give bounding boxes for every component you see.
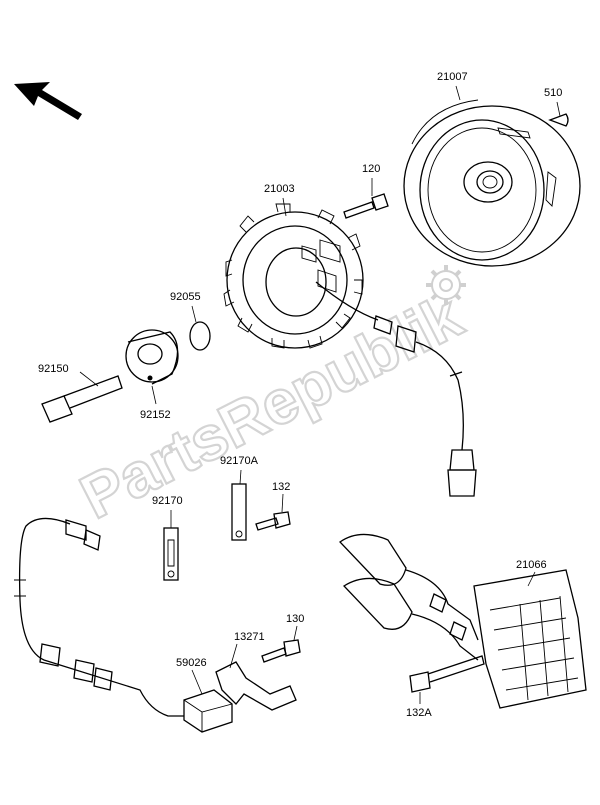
stator-wire-harness — [315, 281, 477, 497]
bolt-132 — [255, 511, 291, 531]
stator — [223, 203, 364, 349]
callout-labels: 21007 510 120 21003 92055 92150 92152 92… — [38, 71, 562, 719]
callout-21007: 21007 — [437, 71, 468, 83]
callout-120: 120 — [362, 163, 380, 175]
pickup-bracket — [215, 661, 297, 711]
bolt-130 — [261, 639, 301, 663]
gear-icon — [426, 265, 466, 305]
callout-13271: 13271 — [234, 631, 265, 643]
callout-92152: 92152 — [140, 409, 171, 421]
callout-132: 132 — [272, 481, 290, 493]
callout-92150: 92150 — [38, 363, 69, 375]
flywheel-rotor — [403, 99, 581, 267]
o-ring — [189, 321, 211, 351]
leader-lines — [79, 85, 561, 704]
stator-bolt — [343, 193, 389, 219]
callout-92170: 92170 — [152, 495, 183, 507]
clamp-92170 — [163, 527, 179, 581]
stator-collar — [125, 329, 179, 385]
callout-92055: 92055 — [170, 291, 201, 303]
flange-bolt — [41, 375, 123, 423]
callout-21003: 21003 — [264, 183, 295, 195]
callout-59026: 59026 — [176, 657, 207, 669]
callout-21066: 21066 — [516, 559, 547, 571]
bolt-132a — [409, 655, 485, 693]
callout-130: 130 — [286, 613, 304, 625]
pickup-coil — [183, 689, 233, 733]
callout-132a: 132A — [406, 707, 432, 719]
watermark: PartsRepublik — [70, 281, 473, 532]
regulator-rectifier — [339, 533, 587, 709]
clamp-92170a — [231, 483, 247, 541]
callout-92170a: 92170A — [220, 455, 259, 467]
callout-510: 510 — [544, 87, 562, 99]
front-direction-arrow-icon — [14, 82, 82, 120]
woodruff-key — [548, 113, 569, 127]
pickup-wire-harness — [14, 517, 184, 717]
